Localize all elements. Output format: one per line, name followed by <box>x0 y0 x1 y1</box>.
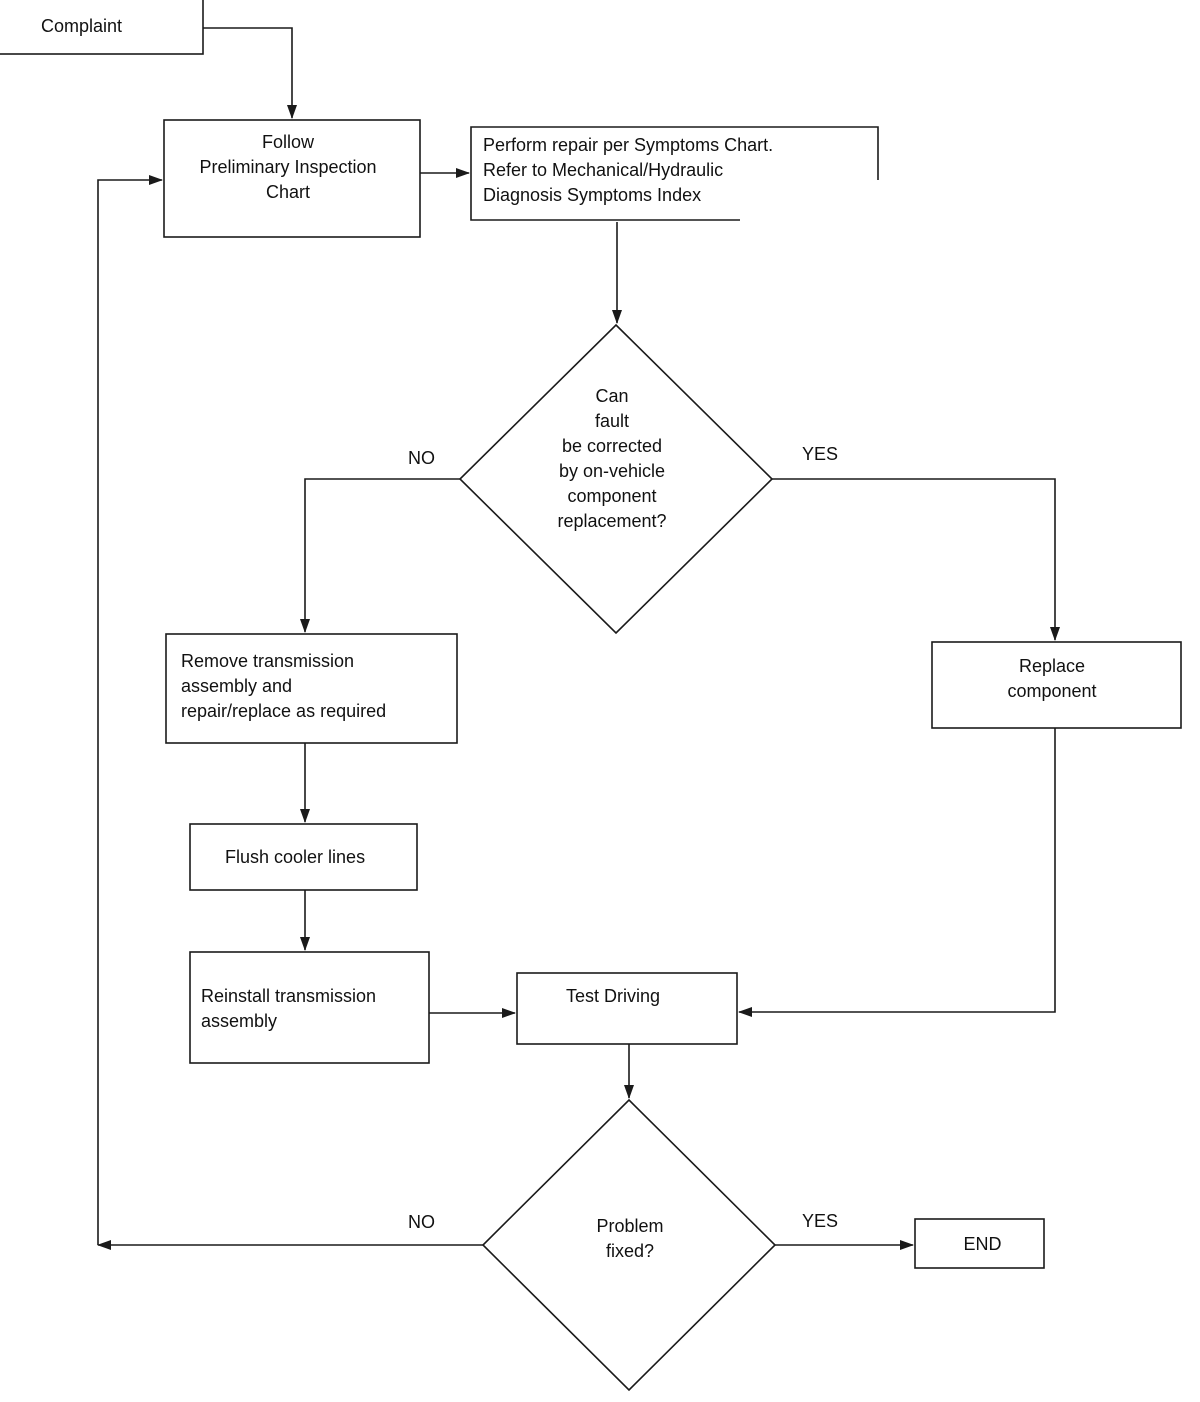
flush-label: Flush cooler lines <box>225 847 366 867</box>
test-drive-box <box>516 972 738 1045</box>
arrow-replace-to-test <box>738 728 1056 1017</box>
edge-label-fault-no: NO <box>408 448 435 468</box>
preliminary-box <box>163 119 421 238</box>
arrow-decision-yes-to-replace <box>772 478 1060 641</box>
decision-fault-diamond <box>458 323 774 635</box>
decision-fault-label: Can fault be corrected by on-vehicle com… <box>557 386 667 531</box>
test-drive-label: Test Driving <box>566 986 661 1006</box>
reinstall-box <box>189 951 430 1064</box>
replace-box <box>931 641 1182 729</box>
edge-label-fixed-yes: YES <box>802 1211 839 1231</box>
arrow-decision-no-to-remove <box>300 478 460 633</box>
replace-label: Replace component <box>1007 656 1097 701</box>
symptoms-label: Perform repair per Symptoms Chart. Refer… <box>483 135 774 205</box>
flush-box <box>189 823 418 891</box>
arrow-complaint-to-preliminary <box>203 27 297 119</box>
decision-fixed-label: Problem fixed? <box>596 1216 664 1261</box>
end-box <box>914 1218 1045 1269</box>
end-label: END <box>963 1234 1002 1254</box>
decision-fixed-diamond <box>481 1098 777 1392</box>
edge-label-fixed-no: NO <box>408 1212 435 1232</box>
arrow-loop-back-to-preliminary <box>97 175 163 1245</box>
complaint-label: Complaint <box>41 16 123 36</box>
edge-label-fault-yes: YES <box>802 444 839 464</box>
preliminary-label: Follow Preliminary Inspection Chart <box>199 132 377 202</box>
complaint-box <box>0 0 204 55</box>
remove-label: Remove transmission assembly and repair/… <box>181 651 387 721</box>
remove-box <box>165 633 458 744</box>
symptoms-box <box>470 126 879 221</box>
reinstall-label: Reinstall transmission assembly <box>201 986 377 1031</box>
